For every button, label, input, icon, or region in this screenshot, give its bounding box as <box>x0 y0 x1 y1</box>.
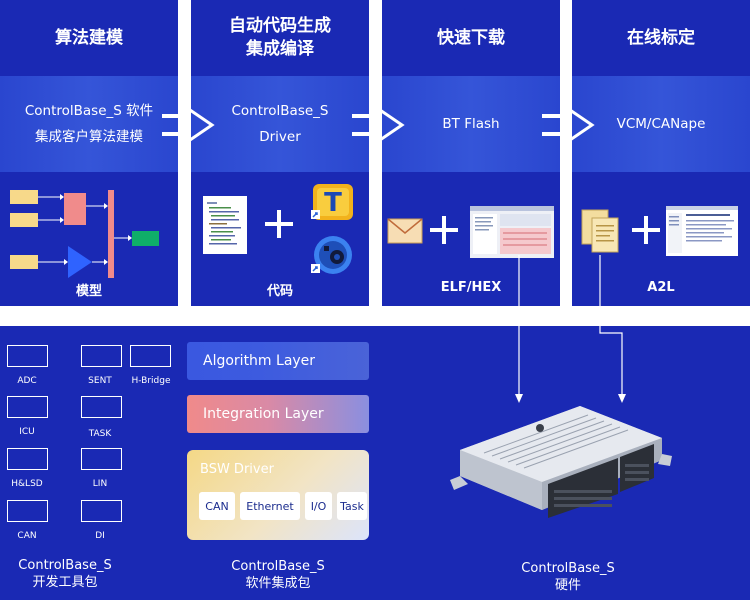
bsw-chip-task: Task <box>337 492 367 520</box>
stage-band: BT Flash <box>382 76 560 172</box>
plus-icon <box>265 210 293 238</box>
module-box-sent <box>81 345 122 367</box>
stage-flash: 快速下载 BT Flash ELF/HEX <box>382 0 560 306</box>
calibration-icons <box>581 206 738 256</box>
algorithm-layer: Algorithm Layer <box>187 342 369 380</box>
code-document-icon <box>203 196 247 254</box>
bsw-chip-can: CAN <box>199 492 235 520</box>
integration-layer-label: Integration Layer <box>203 406 324 422</box>
calibration-window-icon <box>666 206 738 256</box>
svg-text:T: T <box>324 188 342 218</box>
plus-icon <box>632 216 660 244</box>
flash-icons <box>387 206 554 258</box>
stage-connector-arrow-3 <box>542 108 595 142</box>
module-label-hlsd: H&LSD <box>11 479 43 489</box>
documents-icon <box>581 209 619 253</box>
module-label-di: DI <box>95 531 105 541</box>
module-box-adc <box>7 345 48 367</box>
hardware-caption: ControlBase_S 硬件 <box>521 561 615 593</box>
module-label-can: CAN <box>17 531 37 541</box>
stage-band: ControlBase_S Driver <box>191 76 369 172</box>
module-box-di <box>81 500 122 522</box>
stage-title: 自动代码生成 集成编译 <box>229 16 331 59</box>
stage-caption: A2L <box>647 280 675 295</box>
toolkit-caption: ControlBase_S 开发工具包 <box>18 558 112 590</box>
stage-caption: 模型 <box>75 284 102 299</box>
stage-caption: ELF/HEX <box>440 280 502 295</box>
stage-band: VCM/CANape <box>572 76 750 172</box>
module-label-icu: ICU <box>19 427 35 437</box>
package-caption: ControlBase_S 软件集成包 <box>231 559 325 591</box>
stage-codegen: 自动代码生成 集成编译 ControlBase_S Driver T <box>191 0 369 306</box>
stage-title: 算法建模 <box>55 27 123 48</box>
stage-title: 在线标定 <box>627 27 695 48</box>
module-label-adc: ADC <box>17 376 37 386</box>
stage-title: 快速下载 <box>437 27 505 48</box>
ecu-hardware-image <box>450 406 672 518</box>
stage-connector-arrow-1 <box>162 108 215 142</box>
module-box-hbridge <box>130 345 171 367</box>
module-label-lin: LIN <box>92 479 108 489</box>
module-label-sent: SENT <box>88 376 112 386</box>
module-label-task: TASK <box>88 429 112 439</box>
model-diagram-icon <box>10 190 159 278</box>
gear-app-icon <box>311 236 352 274</box>
module-box-can <box>7 500 48 522</box>
stage-band: ControlBase_S 软件 集成客户算法建模 <box>0 76 178 172</box>
module-box-icu <box>7 396 48 418</box>
bsw-title: BSW Driver <box>200 462 274 477</box>
bsw-chip-ethernet: Ethernet <box>240 492 300 520</box>
module-box-lin <box>81 448 122 470</box>
stage-caption: 代码 <box>266 284 293 299</box>
stage-modeling: 算法建模 ControlBase_S 软件 集成客户算法建模 模型 <box>0 0 178 306</box>
envelope-icon <box>387 218 423 244</box>
module-label-hbridge: H-Bridge <box>131 376 171 386</box>
module-box-task <box>81 396 122 418</box>
stage-connector-arrow-2 <box>352 108 405 142</box>
flow-arrows <box>515 255 626 403</box>
flash-tool-window-icon <box>470 206 554 258</box>
plus-icon <box>430 216 458 244</box>
code-icons: T <box>203 184 353 274</box>
stage-calibration: 在线标定 VCM/CANape <box>572 0 750 306</box>
integration-layer: Integration Layer <box>187 395 369 433</box>
algorithm-layer-label: Algorithm Layer <box>203 353 316 369</box>
module-box-hlsd <box>7 448 48 470</box>
bsw-chip-io: I/O <box>305 492 332 520</box>
compiler-app-icon: T <box>311 184 353 220</box>
